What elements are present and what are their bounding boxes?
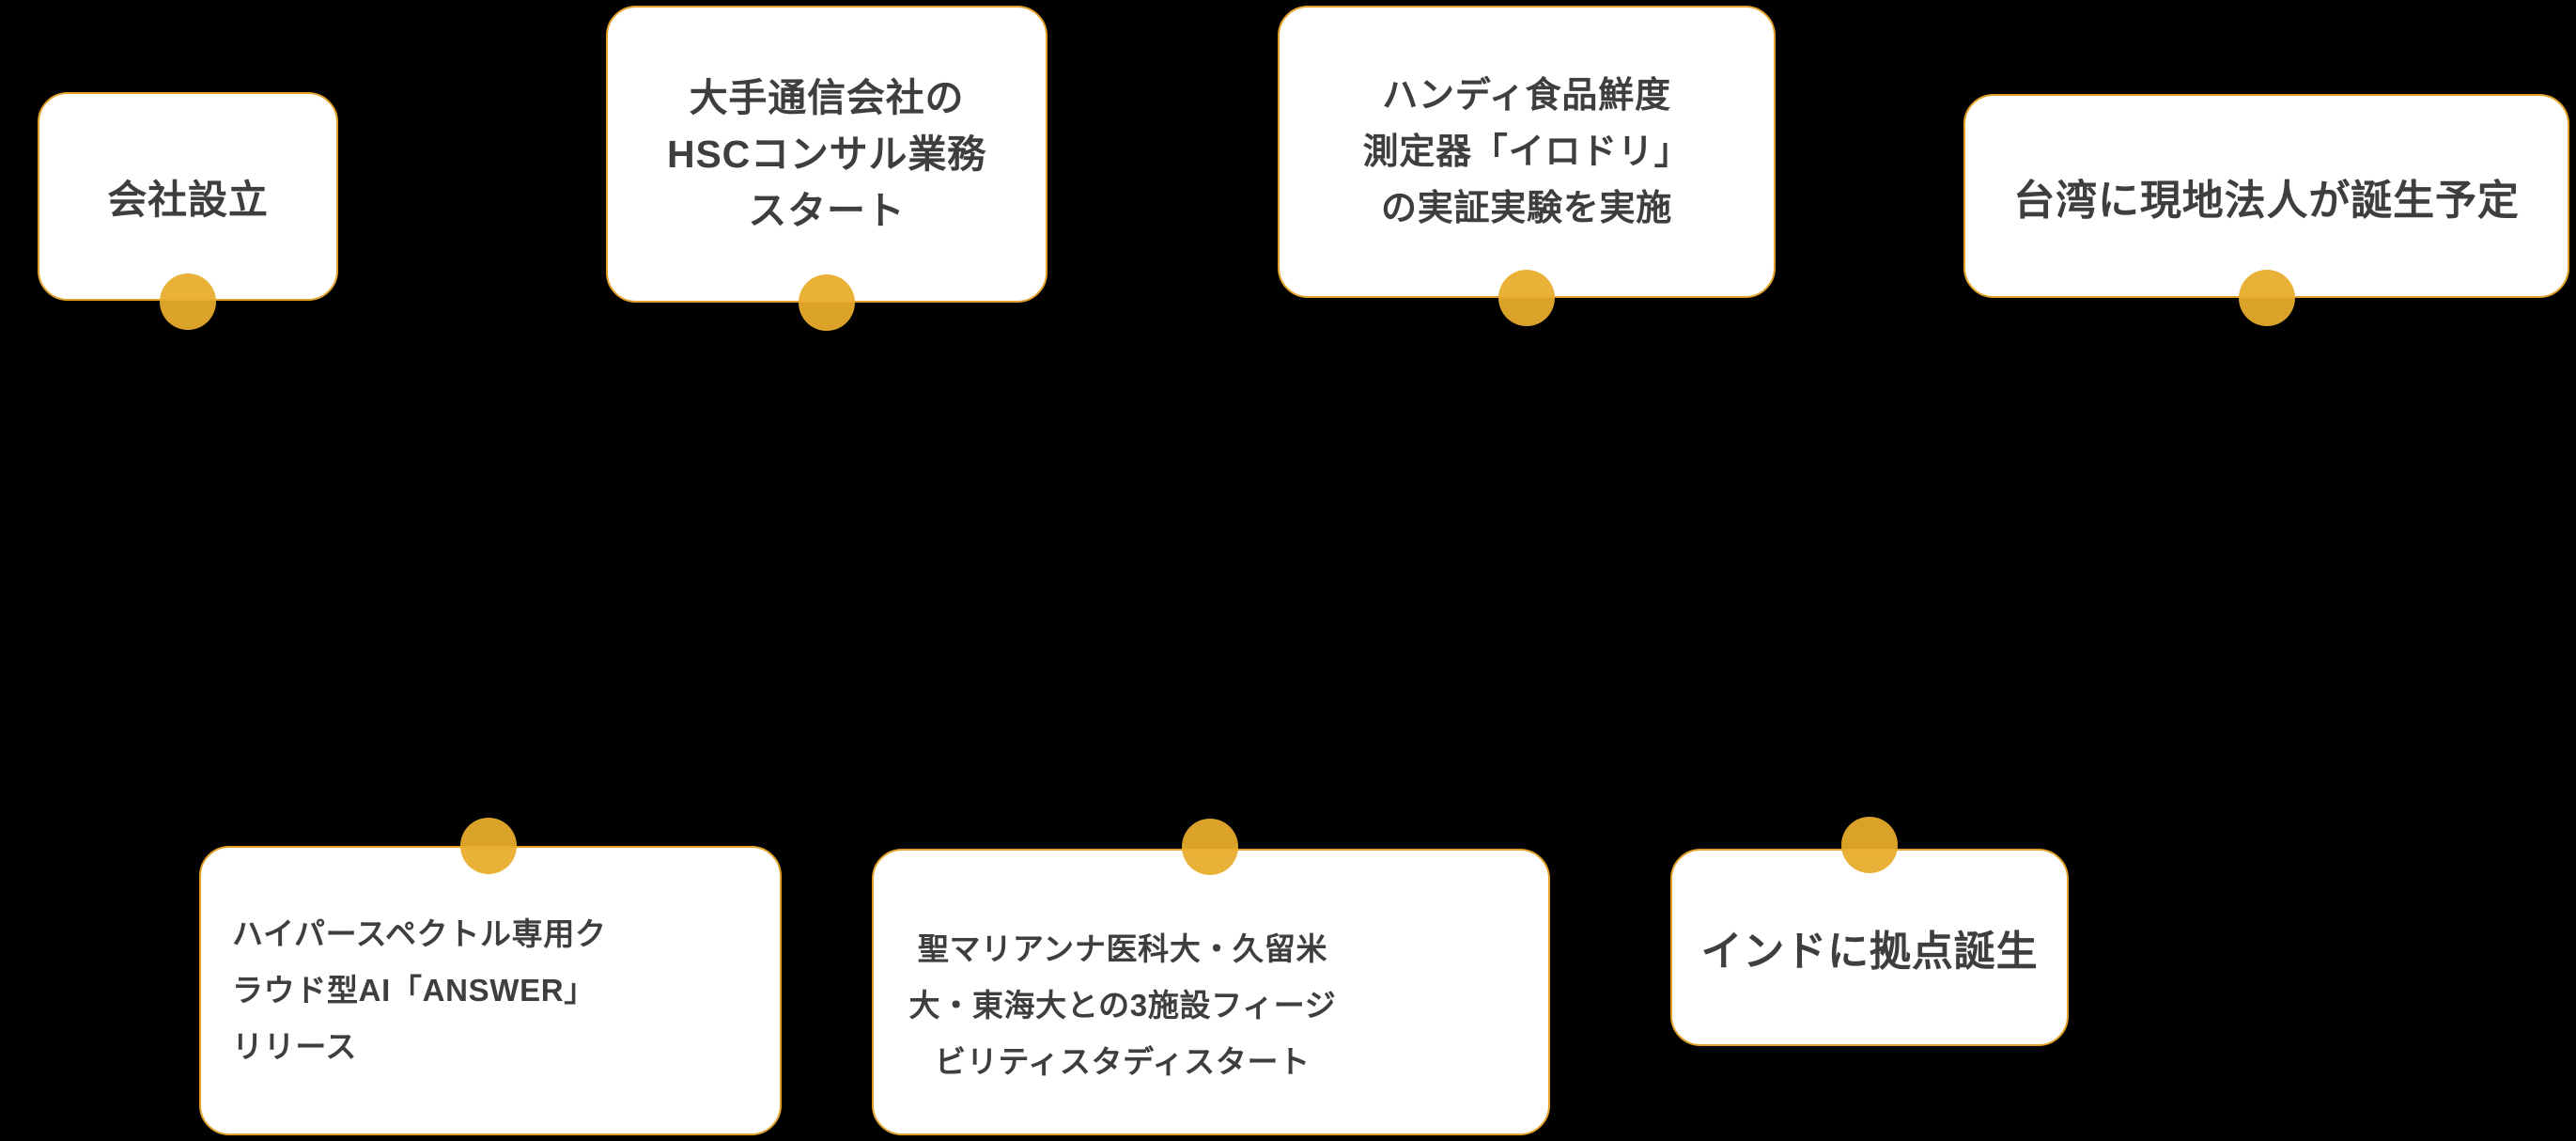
milestone-text-line: 大・東海大との3施設フィージ bbox=[908, 987, 1337, 1023]
milestone-text-line: 聖マリアンナ医科大・久留米 bbox=[917, 930, 1328, 966]
timeline-dot bbox=[1182, 819, 1238, 875]
milestone-text-line: インドに拠点誕生 bbox=[1700, 929, 2039, 975]
milestone-card-feasibility-study: 聖マリアンナ医科大・久留米 大・東海大との3施設フィージ ビリティスタディスター… bbox=[872, 849, 1550, 1135]
milestone-text-line: スタート bbox=[748, 189, 906, 232]
milestone-text: 大手通信会社の HSCコンサル業務 スタート bbox=[667, 70, 986, 239]
milestone-card-hsc-consulting-start: 大手通信会社の HSCコンサル業務 スタート bbox=[606, 6, 1047, 303]
milestone-text-line: リリース bbox=[232, 1029, 357, 1064]
milestone-card-company-founding: 会社設立 bbox=[38, 92, 338, 301]
milestone-card-india-base: インドに拠点誕生 bbox=[1670, 849, 2069, 1046]
milestone-text: 台湾に現地法人が誕生予定 bbox=[2013, 166, 2520, 227]
milestone-text-line: 測定器「イロドリ」 bbox=[1362, 132, 1691, 172]
milestone-text: 聖マリアンナ医科大・久留米 大・東海大との3施設フィージ ビリティスタディスター… bbox=[907, 921, 1339, 1090]
milestone-text-line: 会社設立 bbox=[107, 177, 269, 222]
milestone-text-line: ビリティスタディスタート bbox=[935, 1043, 1311, 1079]
milestone-card-irodori-field-test: ハンディ食品鮮度 測定器「イロドリ」 の実証実験を実施 bbox=[1278, 6, 1776, 298]
milestone-text: ハイパースペクトル専用ク ラウド型AI「ANSWER」 リリース bbox=[232, 906, 636, 1075]
timeline-dot bbox=[2239, 270, 2295, 326]
milestone-text-line: HSCコンサル業務 bbox=[667, 133, 986, 176]
timeline-dot bbox=[160, 274, 216, 330]
milestone-text: 会社設立 bbox=[107, 168, 268, 226]
timeline-dot bbox=[799, 274, 855, 331]
milestone-text-line: の実証実験を実施 bbox=[1380, 188, 1673, 228]
milestone-card-taiwan-subsidiary: 台湾に現地法人が誕生予定 bbox=[1963, 94, 2569, 298]
timeline-dot bbox=[1498, 270, 1555, 326]
timeline-dot bbox=[460, 818, 517, 874]
milestone-text: ハンディ食品鮮度 測定器「イロドリ」 の実証実験を実施 bbox=[1363, 68, 1691, 237]
milestone-text-line: 台湾に現地法人が誕生予定 bbox=[2013, 177, 2520, 224]
milestone-text: インドに拠点誕生 bbox=[1700, 917, 2038, 977]
milestone-text-line: 大手通信会社の bbox=[689, 76, 965, 119]
timeline-dot bbox=[1841, 817, 1898, 873]
milestone-text-line: ハンディ食品鮮度 bbox=[1382, 75, 1671, 116]
milestone-text-line: ハイパースペクトル専用ク bbox=[232, 916, 607, 951]
milestone-card-answer-ai-release: ハイパースペクトル専用ク ラウド型AI「ANSWER」 リリース bbox=[199, 846, 782, 1135]
milestone-text-line: ラウド型AI「ANSWER」 bbox=[232, 973, 596, 1008]
